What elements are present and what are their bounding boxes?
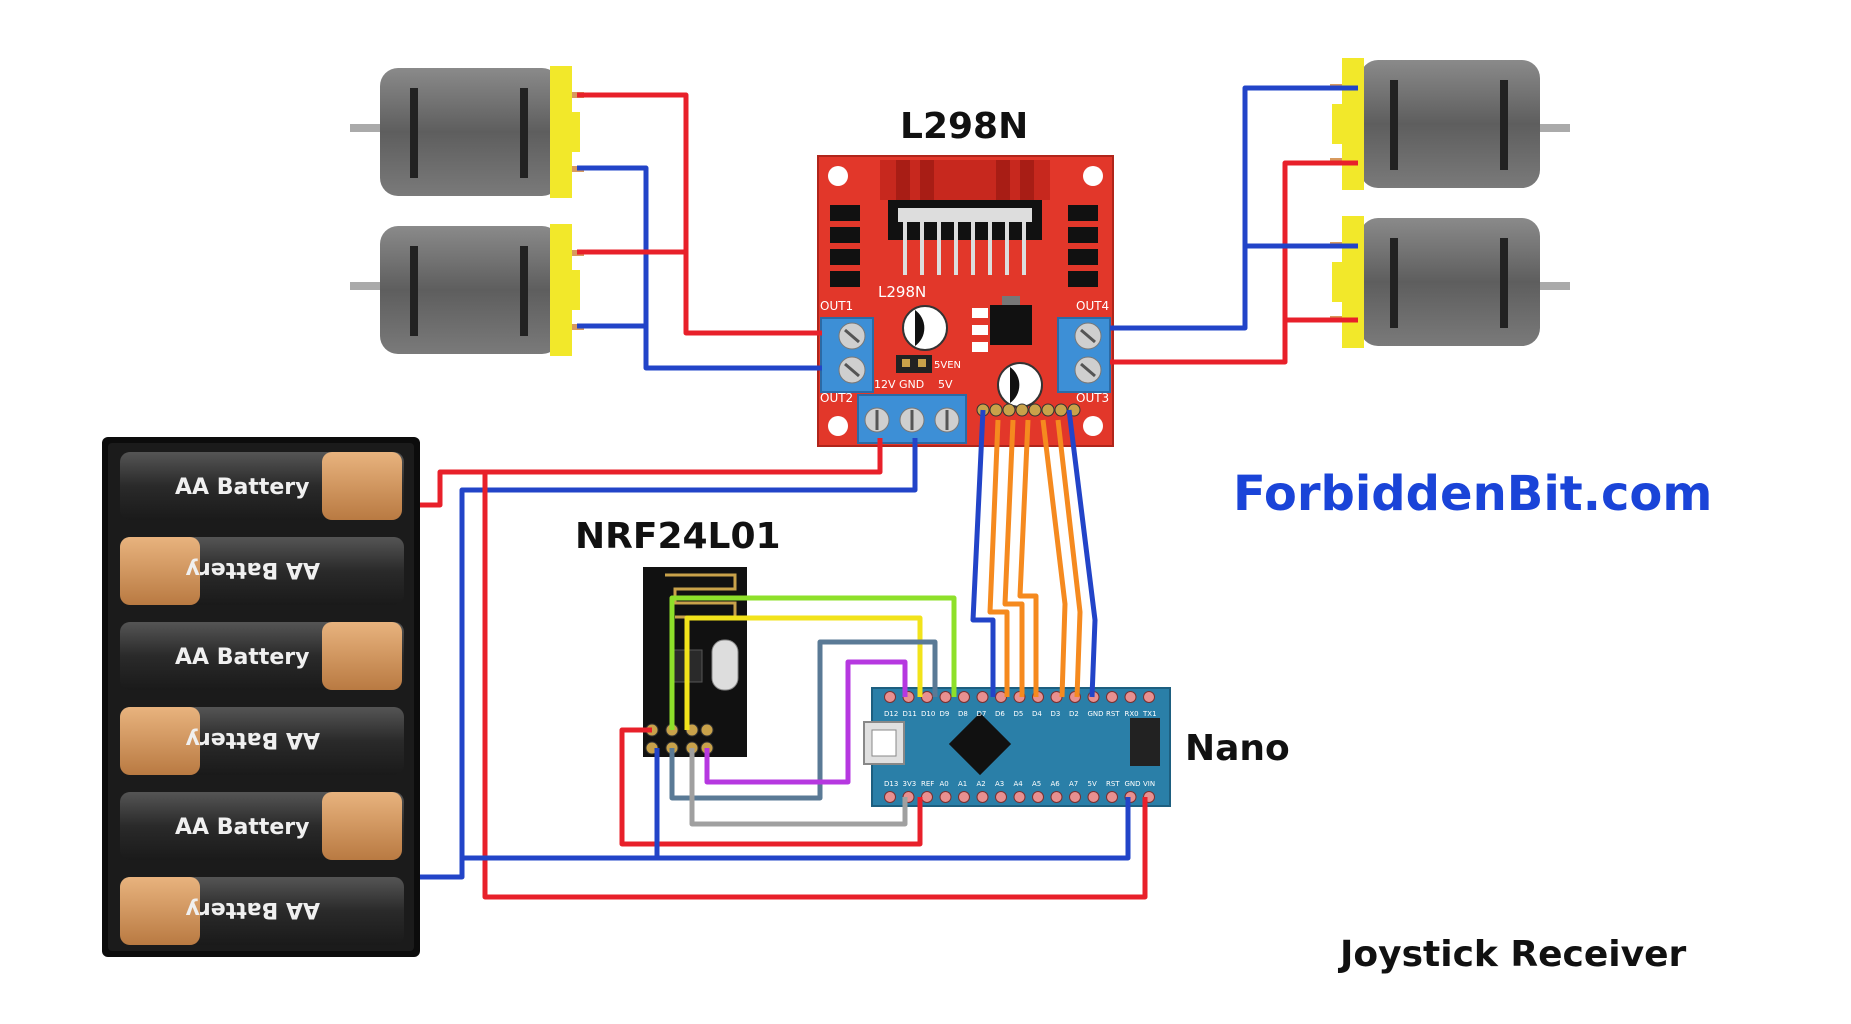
wire-blue bbox=[970, 409, 996, 697]
wire-lime bbox=[669, 595, 957, 730]
battery-icon: AA Battery bbox=[120, 792, 404, 860]
nano-pin-label: 3V3 bbox=[903, 780, 917, 788]
nano-pin-label: A3 bbox=[995, 780, 1004, 788]
battery-label: AA Battery bbox=[186, 727, 320, 752]
pwr-5v-label: 5V bbox=[938, 378, 953, 391]
dc-motor-icon bbox=[350, 224, 584, 356]
wire-slate bbox=[669, 639, 938, 801]
wire-orange bbox=[1002, 419, 1025, 697]
nano-pin-label: D12 bbox=[884, 710, 898, 718]
nano-pin-label: A2 bbox=[977, 780, 986, 788]
jumper-label: 5VEN bbox=[934, 360, 961, 371]
wire-red bbox=[619, 727, 923, 847]
nano-pin-label: A5 bbox=[1032, 780, 1041, 788]
battery-label: AA Battery bbox=[186, 557, 320, 582]
battery-icon: AA Battery bbox=[120, 877, 404, 945]
dc-motor-icon bbox=[1330, 216, 1570, 348]
out1-label: OUT1 bbox=[820, 299, 853, 313]
nano-pin-label: GND bbox=[1125, 780, 1141, 788]
dc-motor-icon bbox=[350, 66, 584, 198]
battery-pack: AA Battery AA Battery AA Battery AA Battery… bbox=[102, 437, 420, 957]
terminal-out1-out2 bbox=[820, 317, 874, 393]
nano-pin-label: D5 bbox=[1014, 710, 1024, 718]
wire-blue bbox=[1066, 409, 1098, 698]
nano-pin-label: 5V bbox=[1088, 780, 1097, 788]
dc-motor-icon bbox=[1330, 58, 1570, 190]
wire-yellow bbox=[684, 615, 923, 730]
nano-pin-label: VIN bbox=[1143, 780, 1155, 788]
battery-icon: AA Battery bbox=[120, 707, 404, 775]
nrf24l01-title: NRF24L01 bbox=[575, 516, 781, 557]
capacitor-icon bbox=[902, 305, 1043, 408]
nano-pin-label: GND bbox=[1088, 710, 1104, 718]
battery-icon: AA Battery bbox=[120, 622, 404, 690]
crystal-icon bbox=[711, 639, 739, 691]
l298n-title: L298N bbox=[900, 106, 1028, 147]
battery-icon: AA Battery bbox=[120, 537, 404, 605]
out3-label: OUT3 bbox=[1076, 391, 1109, 405]
nano-pin-label: A0 bbox=[940, 780, 949, 788]
battery-label: AA Battery bbox=[175, 645, 309, 670]
nano-pin-label: A4 bbox=[1014, 780, 1024, 788]
wire-blue bbox=[462, 797, 1131, 861]
battery-icon: AA Battery bbox=[120, 452, 404, 520]
nano-pin-label: TX1 bbox=[1142, 710, 1157, 718]
nano-pin-label: RX0 bbox=[1125, 710, 1139, 718]
terminal-out3-out4 bbox=[1057, 317, 1111, 393]
driver-silk-label: L298N bbox=[878, 283, 926, 301]
wire-orange bbox=[987, 419, 1010, 697]
wire-orange bbox=[1017, 419, 1039, 697]
nano-pin-label: RST bbox=[1106, 710, 1120, 718]
nano-pin-label: D7 bbox=[977, 710, 987, 718]
wire-blue bbox=[420, 438, 918, 880]
chip-icon bbox=[948, 712, 1012, 776]
wire-orange bbox=[1040, 419, 1068, 698]
caption-label: Joystick Receiver bbox=[1337, 934, 1687, 975]
wire-red bbox=[577, 92, 822, 336]
terminal-power bbox=[857, 394, 967, 444]
wire-red bbox=[1110, 160, 1358, 365]
battery-label: AA Battery bbox=[186, 897, 320, 922]
nano-pin-label: REF bbox=[921, 780, 934, 788]
nano-title: Nano bbox=[1185, 728, 1290, 769]
pwr-12v-label: 12V bbox=[874, 378, 896, 391]
nano-pin-label: A7 bbox=[1069, 780, 1078, 788]
out2-label: OUT2 bbox=[820, 391, 853, 405]
wire-red bbox=[420, 438, 883, 508]
nano-pin-label: D4 bbox=[1032, 710, 1042, 718]
nano-pin-label: D10 bbox=[921, 710, 935, 718]
nano-pin-label: D13 bbox=[884, 780, 898, 788]
wires bbox=[420, 85, 1358, 900]
nano-pin-label: D3 bbox=[1051, 710, 1061, 718]
wire-blue bbox=[1110, 85, 1358, 331]
wire-blue bbox=[577, 165, 822, 371]
motors bbox=[350, 58, 1570, 356]
nano-pin-label: RST bbox=[1106, 780, 1120, 788]
battery-label: AA Battery bbox=[175, 815, 309, 840]
nano-pin-label: D6 bbox=[995, 710, 1005, 718]
nano-pin-label: A1 bbox=[958, 780, 967, 788]
wire-red bbox=[482, 472, 1148, 900]
pwr-gnd-label: GND bbox=[899, 378, 924, 391]
wire-orange bbox=[1055, 419, 1083, 698]
heatsink-icon bbox=[880, 160, 1050, 275]
wire-gray bbox=[689, 748, 908, 827]
nano-pin-label: D11 bbox=[903, 710, 917, 718]
battery-label: AA Battery bbox=[175, 475, 309, 500]
nano-pin-label: D9 bbox=[940, 710, 950, 718]
wire-purple bbox=[704, 659, 908, 785]
nano-pin-label: A6 bbox=[1051, 780, 1061, 788]
brand-label: ForbiddenBit.com bbox=[1233, 466, 1712, 522]
l298n-driver-board: L298N 5VEN OUT1 OUT2 bbox=[817, 155, 1114, 447]
nano-pin-label: D2 bbox=[1069, 710, 1079, 718]
nano-pin-label: D8 bbox=[958, 710, 968, 718]
out4-label: OUT4 bbox=[1076, 299, 1109, 313]
